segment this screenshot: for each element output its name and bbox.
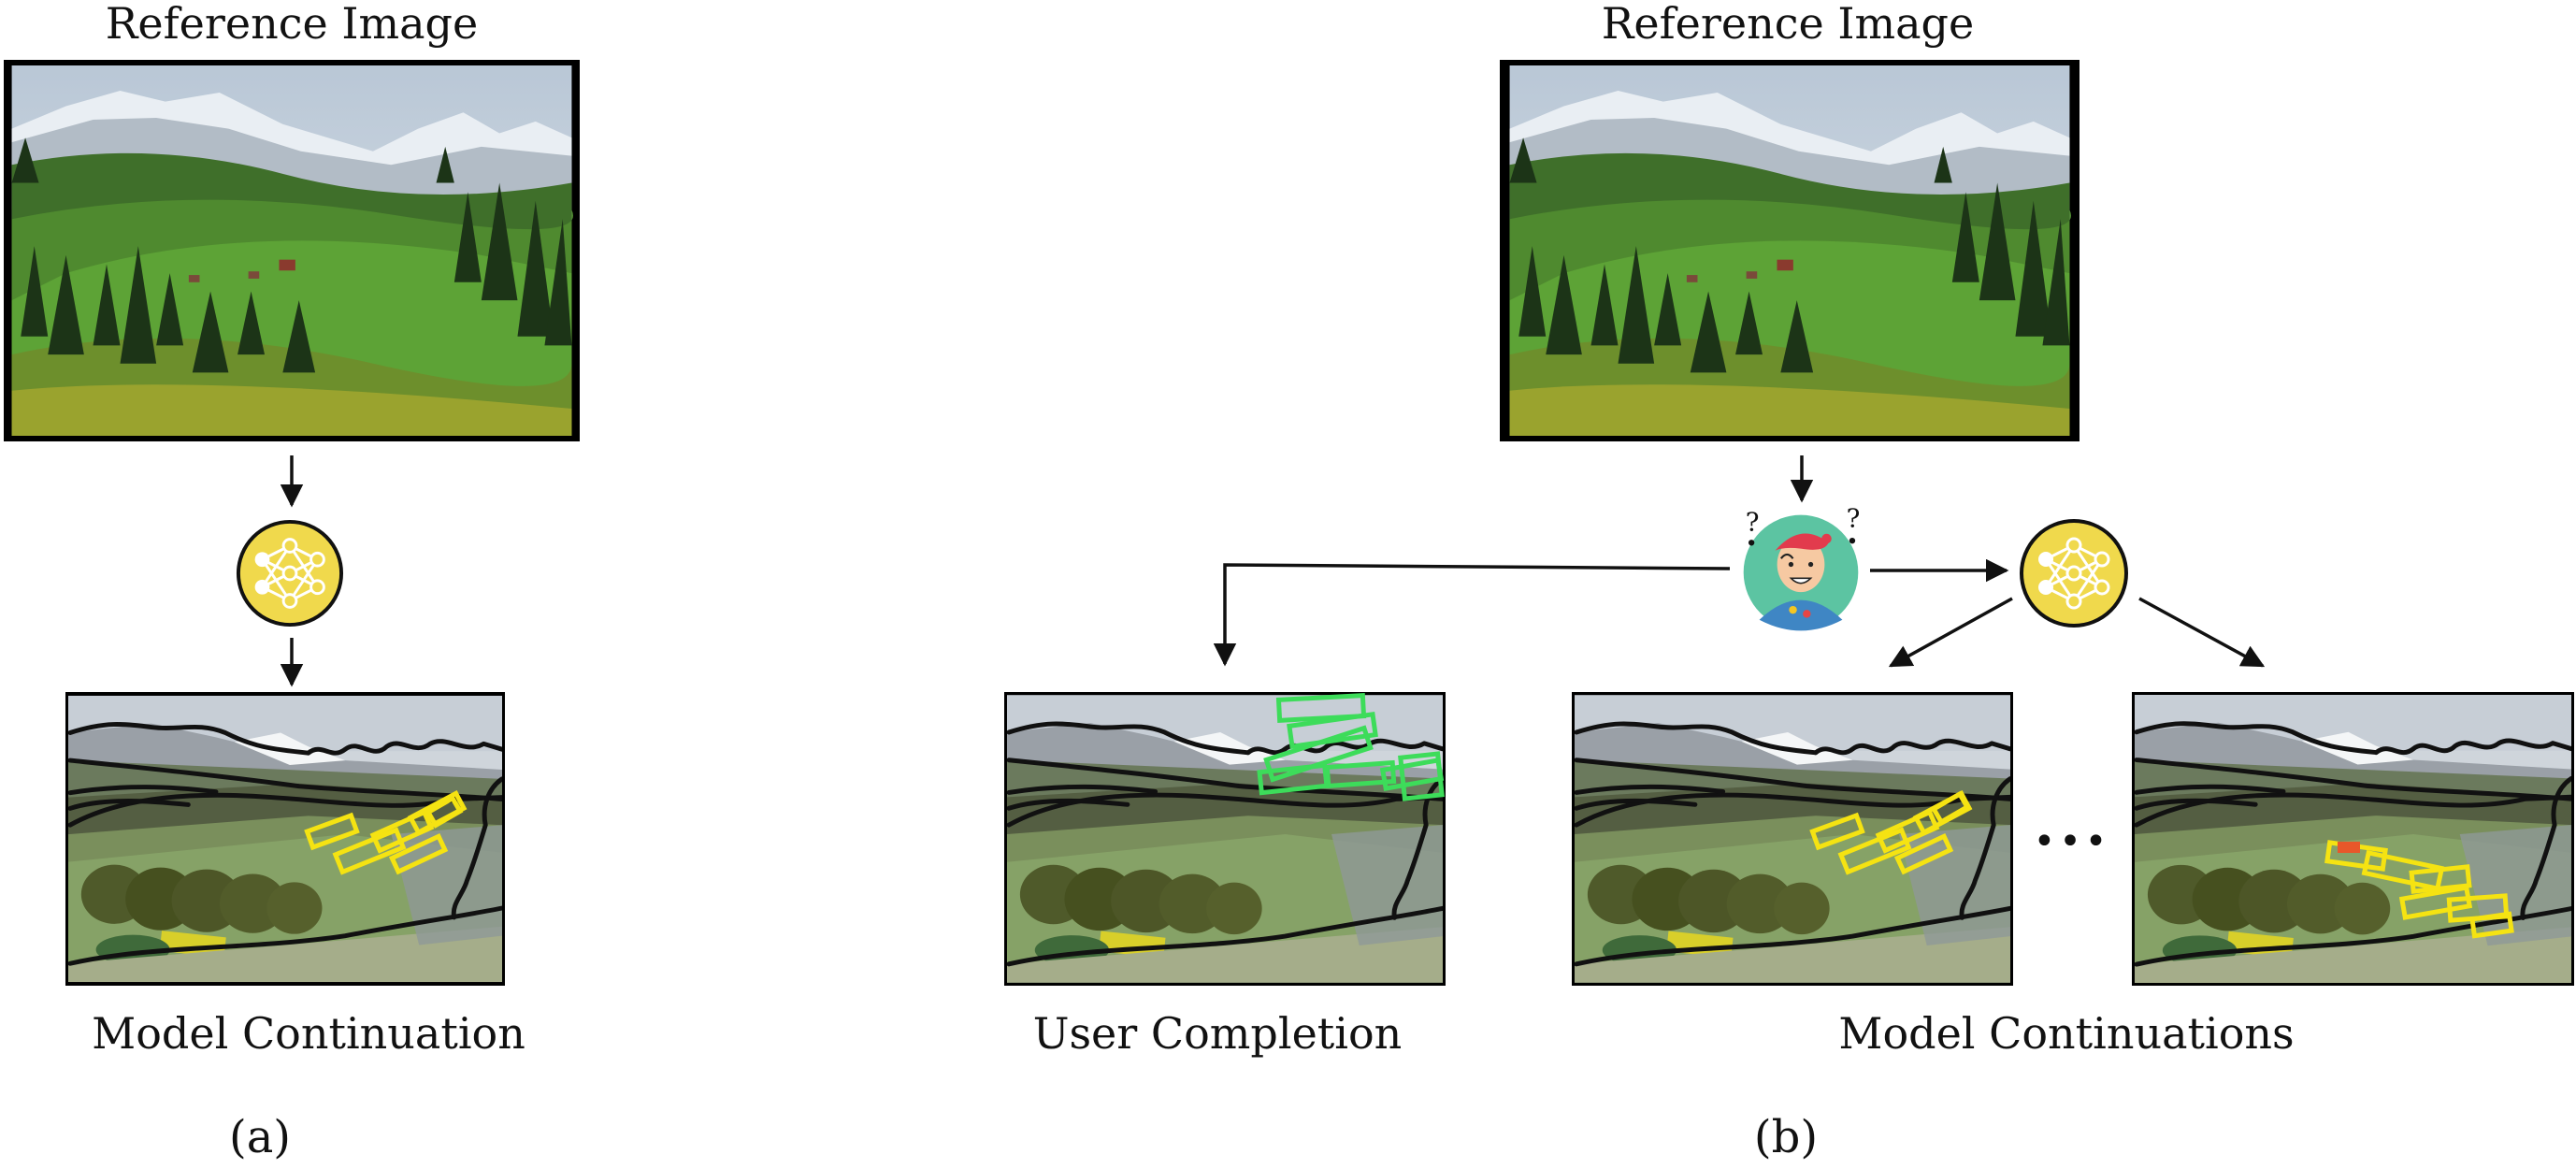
panel-a-model-continuation-label: Model Continuation [92,1008,525,1059]
model-stroke-highlight [304,789,468,875]
model-continuations-label: Model Continuations [1838,1008,2295,1059]
user-completion-label: User Completion [1032,1008,1403,1059]
panel-b-reference-label: Reference Image [1601,0,1975,49]
panel-a-model-continuation-image [65,692,505,986]
panel-b [1004,60,2574,986]
arrow-model-to-continuation-2 [2138,597,2266,668]
arrow-user-to-completion [1213,563,1731,667]
panel-a [4,60,580,986]
neural-network-icon [236,519,344,628]
model-stroke-highlight [1809,789,1973,875]
model-continuation-image-2 [2132,692,2574,986]
user-completion-image [1004,692,1446,986]
ellipsis: ••• [2033,820,2111,863]
arrow-model-to-continuation-1 [1888,597,2013,668]
artist-user-icon [1742,503,1862,632]
panel-b-tag: (b) [1753,1111,1819,1163]
neural-network-icon [2020,519,2128,628]
model-continuation-image-1 [1572,692,2013,986]
user-stroke-highlight [1257,693,1445,801]
panel-b-reference-image [1500,60,2080,441]
model-stroke-highlight [2324,840,2514,939]
panel-a-reference-image [4,60,580,441]
panel-a-reference-label: Reference Image [105,0,479,49]
panel-a-tag: (a) [228,1111,292,1163]
